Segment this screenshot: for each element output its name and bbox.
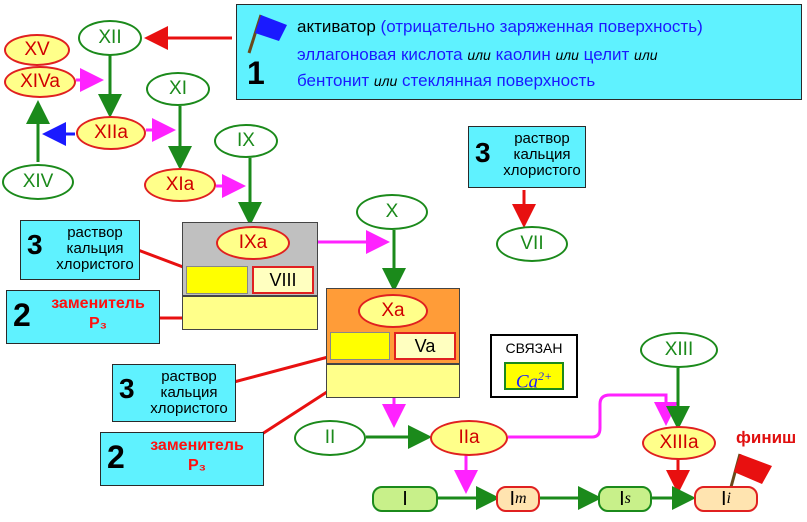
kaolin: каолин <box>495 45 551 64</box>
fibrin-im-base: I <box>509 487 515 510</box>
factor-xiva: XIVa <box>4 66 76 98</box>
substitute-lower-label: заменитель <box>150 437 244 454</box>
factor-viii: VIII <box>252 266 314 294</box>
factor-va: Va <box>394 332 456 360</box>
activator-paren: (отрицательно заряженная поверхность) <box>380 17 703 36</box>
ellagic-acid: эллагоновая кислота <box>297 45 463 64</box>
fibrin-im-sub: m <box>515 490 527 507</box>
factor-ixa: IXa <box>216 226 290 260</box>
glass-surface: стеклянная поверхность <box>402 71 596 90</box>
ixa-calcium-slot <box>186 266 248 294</box>
bound-ion-box: Ca2+ <box>504 362 564 393</box>
substitute-box-lower: 2 заменитель P₃ <box>100 432 264 486</box>
blue-flag-icon <box>247 14 287 54</box>
calcium-lower-label: раствор кальция хлористого <box>150 368 228 417</box>
substitute-box-left: 2 заменитель P₃ <box>6 290 160 344</box>
factor-xii: XII <box>78 20 142 56</box>
activator-line3: бентонит или стеклянная поверхность <box>297 71 595 91</box>
calcium-number: 3 <box>475 137 491 168</box>
substitute-lower-number: 2 <box>107 439 125 475</box>
calcium-label: раствор кальция хлористого <box>503 130 581 179</box>
xa-complex-lower <box>326 364 460 398</box>
factor-xi: XI <box>146 72 210 106</box>
activator-line1: активатор (отрицательно заряженная повер… <box>297 17 703 37</box>
bound-charge: 2+ <box>538 369 553 383</box>
factor-vii: VII <box>496 226 568 262</box>
factor-x: X <box>356 194 428 230</box>
factor-xv: XV <box>4 34 70 66</box>
calcium-left-number: 3 <box>27 229 43 260</box>
bound-ion: Ca <box>515 371 539 393</box>
xa-calcium-slot <box>330 332 390 360</box>
factor-xiii: XIII <box>640 332 718 368</box>
fibrinogen-i: I <box>372 486 438 512</box>
or-4: или <box>373 73 398 89</box>
or-1: или <box>467 47 491 63</box>
factor-xiia: XIIa <box>76 116 146 150</box>
calcium-left-label: раствор кальция хлористого <box>56 224 134 273</box>
substitute-left-sub: P₃ <box>88 315 108 332</box>
fibrin-ii-base: I <box>720 487 727 510</box>
calcium-box-top: 3 раствор кальция хлористого <box>468 126 586 188</box>
fibrin-ii-sub: i <box>726 490 731 507</box>
activator-number: 1 <box>247 55 265 91</box>
fibrin-is-sub: s <box>624 490 631 507</box>
substitute-lower-sub: P₃ <box>187 457 207 474</box>
factor-xia: XIa <box>144 168 216 202</box>
factor-xa: Xa <box>358 294 428 328</box>
or-2: или <box>555 47 579 63</box>
factor-ii: II <box>294 420 366 456</box>
factor-iia: IIa <box>430 420 508 456</box>
finish-label: финиш <box>736 428 797 447</box>
calcium-lower-number: 3 <box>119 373 135 404</box>
or-3: или <box>634 47 658 63</box>
arrow-iia-xiiia <box>508 393 678 439</box>
fibrin-is-base: I <box>619 487 625 510</box>
activator-box: 1 активатор (отрицательно заряженная пов… <box>236 4 802 100</box>
bound-calcium-box: СВЯЗАН Ca2+ <box>490 334 578 398</box>
ixa-complex-lower <box>182 296 318 330</box>
calcium-box-left: 3 раствор кальция хлористого <box>20 220 140 280</box>
activator-label: активатор <box>297 17 376 36</box>
bentonite: бентонит <box>297 71 370 90</box>
celite: целит <box>583 45 630 64</box>
factor-xiiia: XIIIa <box>642 426 716 460</box>
calcium-box-lower: 3 раствор кальция хлористого <box>112 364 236 422</box>
substitute-left-number: 2 <box>13 297 31 333</box>
bound-label: СВЯЗАН <box>505 340 563 356</box>
substitute-left-label: заменитель <box>51 295 145 312</box>
factor-xiv: XIV <box>2 164 74 200</box>
activator-line2: эллагоновая кислота или каолин или целит… <box>297 45 658 65</box>
factor-ix: IX <box>214 124 278 158</box>
